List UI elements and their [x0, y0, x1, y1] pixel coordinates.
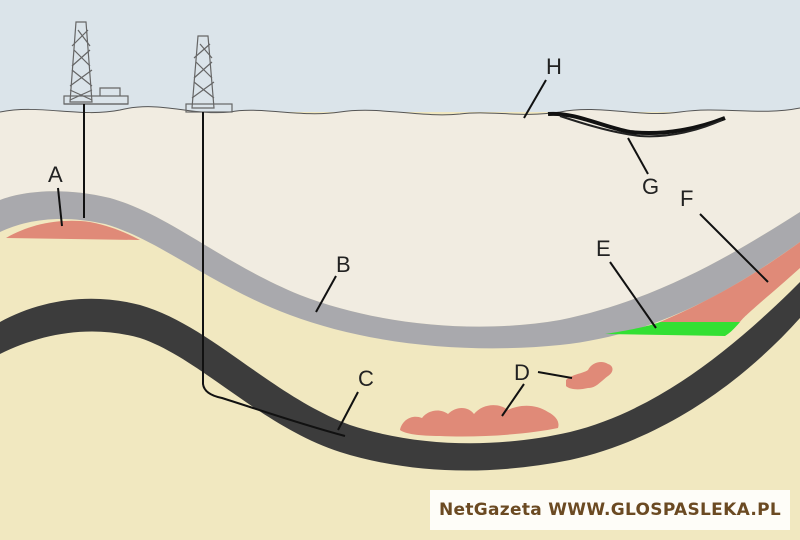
watermark-text: NetGazeta WWW.GLOSPASLEKA.PL — [439, 500, 781, 520]
label-d: D — [514, 360, 530, 385]
label-a: A — [48, 162, 63, 187]
gas-pocket-a — [6, 220, 140, 240]
leader-line-d-2 — [537, 371, 573, 379]
horizontal-well — [202, 112, 346, 437]
leader-line-b — [315, 275, 337, 313]
upper-rock-layer — [0, 106, 800, 327]
watermark-box: NetGazeta WWW.GLOSPASLEKA.PL — [430, 490, 790, 530]
label-g: G — [642, 174, 659, 199]
coal-seam-g — [547, 111, 726, 136]
label-b: B — [336, 252, 351, 277]
leader-line-g — [627, 137, 649, 175]
leader-line-d-1 — [501, 383, 525, 417]
leader-line-c — [337, 391, 359, 431]
shale-layer-c — [0, 282, 800, 471]
shale-gas-pocket-d — [400, 405, 559, 437]
oil-layer-e — [605, 322, 740, 336]
label-c: C — [358, 366, 374, 391]
label-h: H — [546, 54, 562, 79]
leader-line-f — [699, 213, 769, 283]
cap-rock-layer-b — [0, 191, 800, 349]
leader-line-a — [57, 187, 63, 227]
label-e: E — [596, 236, 611, 261]
leader-line-h — [523, 79, 547, 119]
ground-surface-line — [0, 106, 800, 116]
gas-pocket-f — [660, 242, 800, 322]
drilling-rig-left-icon — [63, 21, 129, 105]
shale-gas-pocket-d-small — [566, 362, 613, 390]
drilling-rig-right-icon — [185, 35, 233, 113]
leader-line-e — [609, 261, 657, 329]
label-f: F — [680, 186, 693, 211]
coal-seam-g-lower — [559, 115, 723, 138]
